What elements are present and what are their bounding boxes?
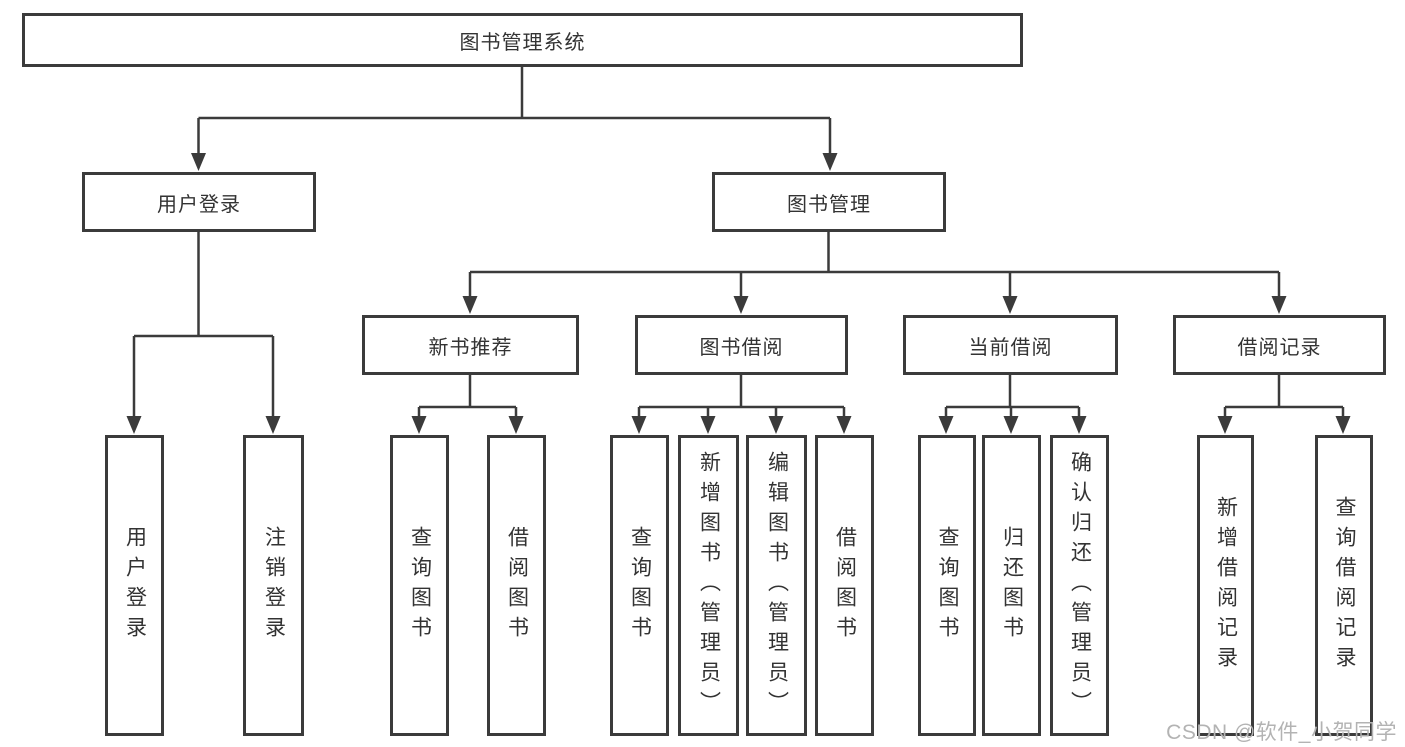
leaf-current-confirm-label: 确认归还（管理员） <box>1068 450 1092 721</box>
leaf-borrow-query: 查询图书 <box>610 435 669 736</box>
leaf-record-query-label: 查询借阅记录 <box>1333 495 1356 676</box>
node-borrow-records: 借阅记录 <box>1173 315 1386 375</box>
leaf-logout-label: 注销登录 <box>262 525 286 646</box>
node-book-borrow: 图书借阅 <box>635 315 848 375</box>
leaf-borrow-borrow: 借阅图书 <box>815 435 874 736</box>
leaf-newbook-borrow: 借阅图书 <box>487 435 546 736</box>
node-user-login: 用户登录 <box>82 172 316 232</box>
leaf-borrow-edit-label: 编辑图书（管理员） <box>765 450 789 721</box>
csdn-watermark: CSDN @软件_小贺同学 <box>1166 721 1397 744</box>
leaf-user-login-label: 用户登录 <box>123 525 147 646</box>
leaf-borrow-edit: 编辑图书（管理员） <box>746 435 807 736</box>
node-root: 图书管理系统 <box>22 13 1023 67</box>
leaf-current-return-label: 归还图书 <box>1000 525 1024 646</box>
leaf-borrow-add: 新增图书（管理员） <box>678 435 739 736</box>
leaf-record-add: 新增借阅记录 <box>1197 435 1254 736</box>
leaf-borrow-add-label: 新增图书（管理员） <box>697 450 721 721</box>
node-new-book-recommend: 新书推荐 <box>362 315 579 375</box>
leaf-current-return: 归还图书 <box>982 435 1041 736</box>
leaf-current-confirm: 确认归还（管理员） <box>1050 435 1109 736</box>
leaf-current-query: 查询图书 <box>918 435 976 736</box>
leaf-logout: 注销登录 <box>243 435 304 736</box>
leaf-current-query-label: 查询图书 <box>936 525 959 646</box>
leaf-newbook-query: 查询图书 <box>390 435 449 736</box>
node-current-borrow: 当前借阅 <box>903 315 1118 375</box>
node-book-management: 图书管理 <box>712 172 946 232</box>
leaf-borrow-query-label: 查询图书 <box>628 525 652 646</box>
leaf-newbook-borrow-label: 借阅图书 <box>505 525 529 646</box>
leaf-record-add-label: 新增借阅记录 <box>1214 495 1238 676</box>
leaf-user-login: 用户登录 <box>105 435 164 736</box>
leaf-newbook-query-label: 查询图书 <box>408 525 432 646</box>
leaf-record-query: 查询借阅记录 <box>1315 435 1373 736</box>
leaf-borrow-borrow-label: 借阅图书 <box>833 525 857 646</box>
